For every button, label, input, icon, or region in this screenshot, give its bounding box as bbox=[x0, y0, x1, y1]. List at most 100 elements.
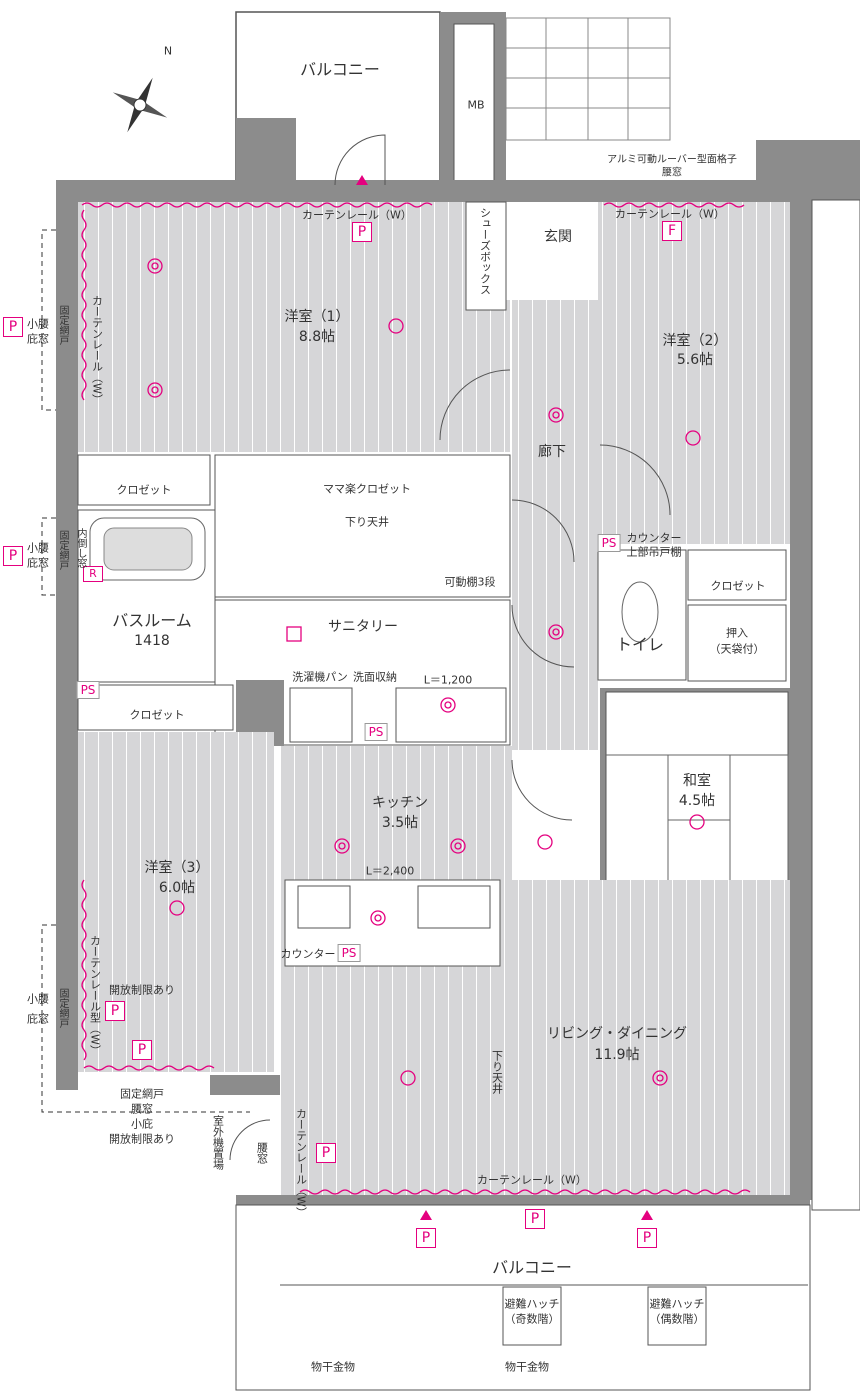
shoebox-label: シューズボックス bbox=[478, 207, 492, 295]
vanity-length-label: L＝1,200 bbox=[423, 673, 473, 687]
mb-shaft bbox=[453, 23, 495, 185]
outlet-f-marker: F bbox=[662, 221, 682, 241]
closet-right-label: クロゼット bbox=[710, 579, 766, 593]
ldk-lowered-ceiling: 下り天井 bbox=[490, 1050, 504, 1094]
ldk-size: 11.9帖 bbox=[594, 1046, 640, 1063]
mama-closet-label: ママ楽クロゼット bbox=[323, 482, 411, 496]
drying-hardware-1: 物干金物 bbox=[311, 1360, 355, 1374]
lowered-ceiling-label: 下り天井 bbox=[345, 515, 389, 529]
kitchen-label: キッチン bbox=[372, 794, 428, 811]
room1-size: 8.8帖 bbox=[298, 328, 336, 345]
right-wall bbox=[790, 190, 812, 1200]
kitchen-length-label: L＝2,400 bbox=[365, 864, 415, 878]
room1-side-curtain-label: カーテンレール（W） bbox=[90, 295, 104, 405]
top-wall bbox=[56, 180, 860, 202]
outdoor-unit-label: 室外機置場 bbox=[211, 1115, 225, 1170]
closet-left-label: クロゼット bbox=[116, 483, 172, 497]
window-left2-a: 小腰 bbox=[27, 541, 49, 555]
door-mama bbox=[511, 499, 575, 563]
bottom-window-restrict: 開放制限あり bbox=[109, 1132, 175, 1146]
ldk-name: リビング・ダイニング bbox=[547, 1025, 687, 1042]
oshiire-note: （天袋付） bbox=[709, 642, 765, 656]
outlet-p-marker: P bbox=[316, 1143, 336, 1163]
hatch-even-line2: （偶数階） bbox=[649, 1312, 705, 1326]
toilet-cabinet-line1: カウンター bbox=[626, 531, 682, 545]
drying-hardware-2: 物干金物 bbox=[505, 1360, 549, 1374]
entrance-label: 玄関 bbox=[544, 228, 572, 245]
closet-room3 bbox=[77, 684, 234, 731]
kitchen-counter-label: カウンター bbox=[280, 947, 336, 961]
r-marker: R bbox=[83, 566, 103, 582]
door-room2 bbox=[599, 444, 671, 516]
room1-name: 洋室（1） bbox=[284, 308, 350, 325]
hatch-even-line1: 避難ハッチ bbox=[649, 1297, 705, 1311]
wash-storage-label: 洗面収納 bbox=[353, 670, 397, 684]
door-room1 bbox=[439, 369, 511, 441]
window-left3-net: 固定網戸 bbox=[57, 988, 68, 1028]
compass-icon bbox=[112, 77, 168, 133]
hatch-odd-line1: 避難ハッチ bbox=[504, 1297, 560, 1311]
room2-size: 5.6帖 bbox=[676, 351, 714, 368]
ps-toilet: PS bbox=[597, 534, 621, 552]
room3-restriction-label: 開放制限あり bbox=[109, 983, 175, 997]
hatch-even bbox=[647, 1286, 707, 1346]
window-left1-b: 庇窓 bbox=[27, 332, 49, 346]
closet-room3-label: クロゼット bbox=[129, 708, 185, 722]
shoebox bbox=[465, 201, 507, 311]
hallway-floor bbox=[512, 300, 598, 750]
ps-kitchen: PS bbox=[337, 944, 361, 962]
hallway-label: 廊下 bbox=[538, 443, 566, 460]
outlet-p-marker: P bbox=[132, 1040, 152, 1060]
window-left3-a: 小腰 bbox=[27, 992, 49, 1006]
louver-label: アルミ可動ルーバー型面格子 bbox=[607, 154, 737, 166]
hatch-odd-line2: （奇数階） bbox=[504, 1312, 560, 1326]
outlet-p-marker: P bbox=[3, 546, 23, 566]
outlet-p-marker: P bbox=[3, 317, 23, 337]
outlet-p-marker: P bbox=[105, 1001, 125, 1021]
oshiire bbox=[687, 604, 787, 682]
closet-right bbox=[687, 549, 787, 601]
window-left2-inner: 内倒し窓 bbox=[75, 528, 86, 568]
door-balcony bbox=[334, 134, 386, 186]
ldk-curtain-label: カーテンレール（W） bbox=[477, 1173, 587, 1187]
window-left2-net: 固定網戸 bbox=[57, 530, 68, 570]
mb-label: MB bbox=[467, 98, 485, 112]
ps-sanitary: PS bbox=[364, 723, 388, 741]
bottom-window-net: 固定網戸 bbox=[120, 1087, 164, 1101]
ldk-side-curtain-label: カーテンレール（W） bbox=[294, 1108, 308, 1218]
washitsu-label: 和室 bbox=[683, 772, 711, 789]
vanity bbox=[395, 687, 507, 743]
mama-closet bbox=[214, 454, 511, 598]
door-kitchen bbox=[511, 759, 573, 821]
shelf-label: 可動棚3段 bbox=[444, 575, 496, 589]
bottom-window-hisashi: 小庇 bbox=[131, 1117, 153, 1131]
ldk-koshimado-label: 腰窓 bbox=[255, 1142, 269, 1164]
bottom-balcony-label: バルコニー bbox=[492, 1257, 572, 1277]
washitsu-size: 4.5帖 bbox=[678, 792, 716, 809]
bottom-window-koshi: 腰窓 bbox=[131, 1102, 153, 1116]
room1-floor bbox=[78, 202, 510, 452]
door-outdoor bbox=[229, 1119, 271, 1161]
window-left3-b: 庇窓 bbox=[27, 1012, 49, 1026]
entrance-floor bbox=[506, 202, 598, 300]
oshiire-label: 押入 bbox=[726, 626, 748, 640]
toilet-label: トイレ bbox=[615, 634, 665, 654]
door-sanitary bbox=[511, 604, 575, 668]
room2-curtain-label: カーテンレール（W） bbox=[615, 207, 725, 221]
stove bbox=[297, 885, 351, 929]
outlet-p-marker: P bbox=[416, 1228, 436, 1248]
curtain-rails bbox=[81, 202, 751, 1195]
outlet-p-marker: P bbox=[525, 1209, 545, 1229]
toilet-bowl bbox=[621, 581, 659, 643]
kitchen-floor bbox=[280, 746, 512, 880]
left-wall bbox=[56, 180, 78, 1090]
hatch-odd bbox=[502, 1286, 562, 1346]
compass-north-label: N bbox=[163, 44, 173, 58]
top-balcony-label: バルコニー bbox=[300, 59, 380, 79]
room1-curtain-label: カーテンレール（W） bbox=[302, 208, 412, 222]
toilet-cabinet-line2: 上部吊戸棚 bbox=[626, 545, 682, 559]
closet-left bbox=[77, 454, 211, 506]
room2-floor bbox=[598, 202, 790, 544]
